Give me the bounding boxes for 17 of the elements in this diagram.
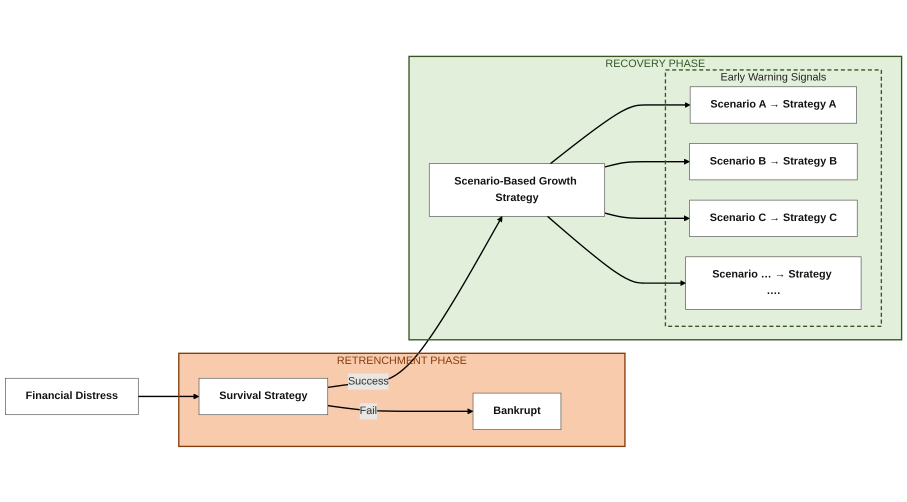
- arrow: [328, 216, 502, 388]
- arrow: [604, 212, 690, 221]
- node-box: Scenario C → Strategy C: [689, 199, 858, 236]
- node-box: Bankrupt: [472, 392, 562, 430]
- node-box: Survival Strategy: [198, 378, 328, 415]
- node-box: Scenario A → Strategy A: [690, 86, 857, 124]
- node-box: Scenario B → Strategy B: [689, 142, 858, 180]
- node-box: Financial Distress: [5, 378, 139, 415]
- arrow: [550, 102, 690, 164]
- edge-label: Fail: [360, 404, 378, 416]
- arrow: [604, 158, 690, 168]
- arrow: [328, 404, 474, 414]
- edge-label: Success: [348, 375, 389, 387]
- node-box: Scenario-Based Growth Strategy: [428, 162, 606, 216]
- node-box: Scenario … → Strategy ….: [685, 256, 862, 310]
- arrow: [138, 393, 200, 400]
- arrow: [547, 215, 686, 286]
